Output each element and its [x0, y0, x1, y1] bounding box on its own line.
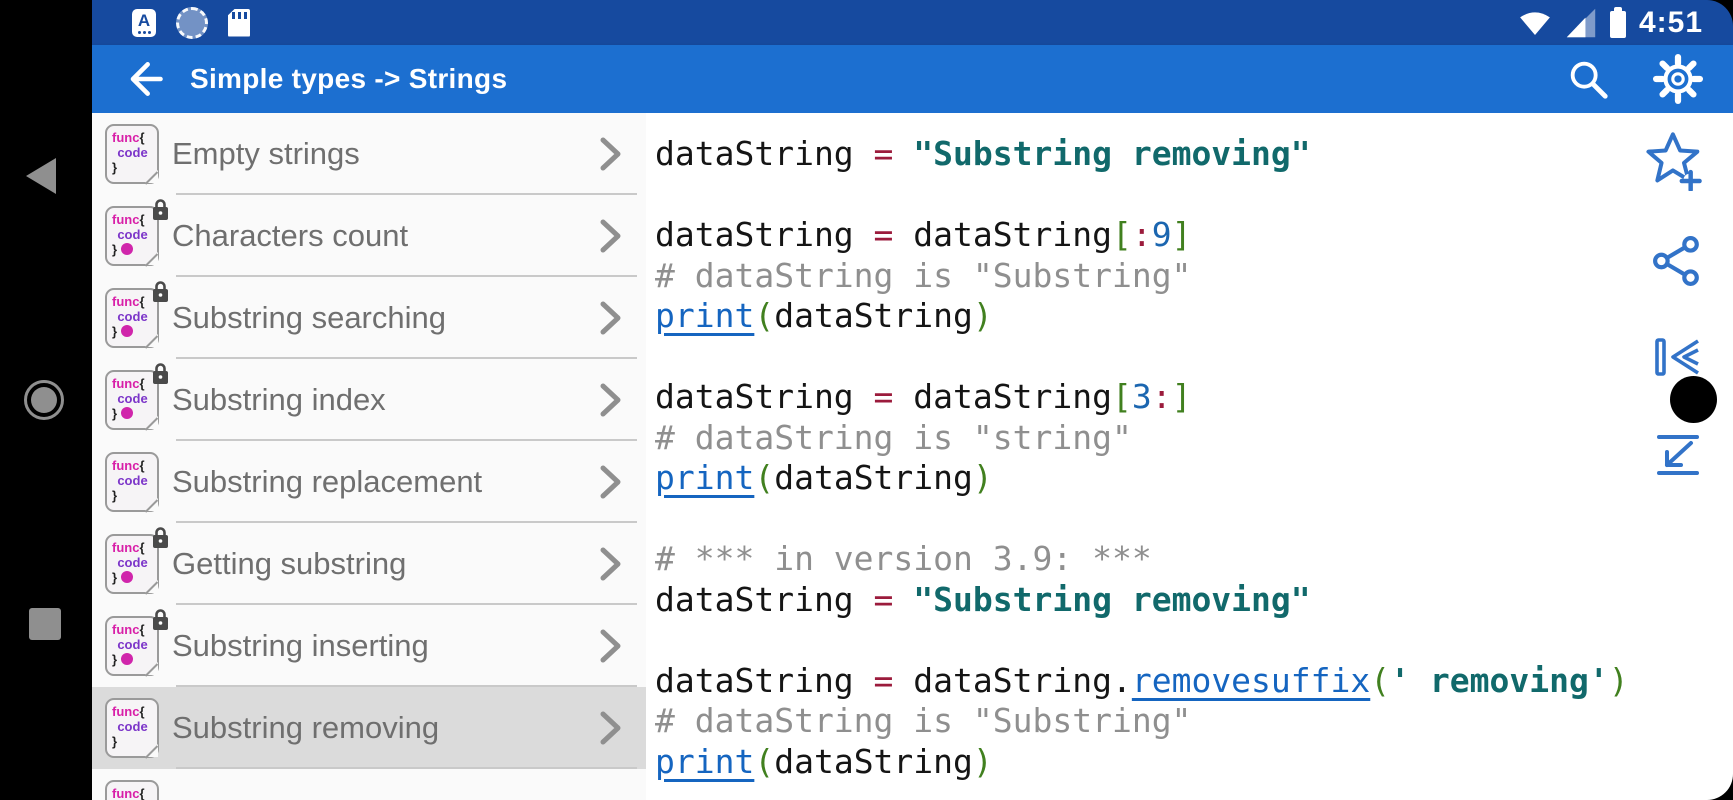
lock-icon — [153, 609, 168, 630]
chevron-right-icon — [600, 219, 621, 253]
chevron-right-icon — [600, 629, 621, 663]
list-item-label: Empty strings — [172, 136, 360, 171]
code-blank-line — [655, 175, 1733, 216]
code-line: dataString = dataString[:9] — [655, 215, 1192, 254]
tested-dot-icon — [121, 243, 134, 255]
list-item-partial[interactable]: func{code} — [92, 769, 646, 800]
snippet-code-icon: func{code} — [105, 124, 159, 185]
sd-card-icon — [228, 8, 250, 37]
list-item-label: Substring searching — [172, 300, 446, 335]
status-right-icons: 4:51 — [1518, 6, 1703, 40]
chevron-right-icon — [600, 547, 621, 581]
list-item-label: Substring index — [172, 382, 386, 417]
chevron-right-icon — [600, 711, 621, 745]
list-item-empty-strings[interactable]: func{code} Empty strings — [92, 113, 646, 195]
snippet-code-icon: func{code} — [105, 363, 168, 431]
code-line: print(dataString) — [655, 296, 993, 335]
list-item-label: Characters count — [172, 218, 409, 253]
list-item-characters-count[interactable]: func{code}Characters count — [92, 195, 646, 277]
chevron-right-icon — [600, 465, 621, 499]
wifi-icon — [1520, 11, 1550, 35]
code-view[interactable]: dataString = "Substring removing" dataStr… — [646, 113, 1733, 800]
snippet-code-icon: func{code} — [105, 609, 168, 677]
list-item-label: Substring inserting — [172, 628, 429, 663]
lock-icon — [153, 527, 168, 548]
favorite-add-star-icon[interactable] — [1645, 131, 1703, 191]
code-line: dataString = dataString[3:] — [655, 377, 1192, 416]
share-icon[interactable] — [1652, 236, 1702, 286]
code-line: dataString = dataString.removesuffix(' r… — [655, 660, 1629, 700]
list-item-getting-substring[interactable]: func{code}Getting substring — [92, 523, 646, 605]
collapse-to-corner-icon[interactable] — [1655, 433, 1701, 477]
status-bar: A 4:51 — [92, 0, 1733, 45]
spinner-icon — [176, 6, 208, 39]
gear-icon[interactable] — [1653, 54, 1703, 104]
code-line: dataString = "Substring removing" — [655, 134, 1311, 173]
code-line: # dataString is "string" — [655, 417, 1132, 457]
snippet-code-icon: func{code} — [105, 698, 159, 759]
list-item-substring-replacement[interactable]: func{code} Substring replacement — [92, 441, 646, 523]
android-back-icon[interactable] — [26, 158, 56, 194]
chevron-right-icon — [600, 301, 621, 335]
list-item-substring-index[interactable]: func{code}Substring index — [92, 359, 646, 441]
overlay-dot-button[interactable] — [1670, 376, 1717, 423]
cell-signal-icon — [1566, 8, 1596, 37]
snippet-code-icon: func{code} — [105, 780, 159, 800]
code-line: dataString = "Substring removing" — [655, 579, 1311, 619]
tested-dot-icon — [121, 325, 134, 337]
code-line: # dataString is "Substring" — [655, 255, 1192, 295]
chevron-right-icon — [600, 383, 621, 417]
list-item-substring-inserting[interactable]: func{code}Substring inserting — [92, 605, 646, 687]
list-item-substring-searching[interactable]: func{code}Substring searching — [92, 277, 646, 359]
android-nav-bar — [0, 0, 92, 800]
search-icon[interactable] — [1565, 56, 1611, 102]
clock: 4:51 — [1638, 5, 1703, 39]
snippet-code-icon: func{code} — [105, 199, 168, 267]
chevron-right-icon — [600, 137, 621, 171]
lock-icon — [153, 199, 168, 220]
tested-dot-icon — [121, 571, 134, 583]
tested-dot-icon — [121, 653, 134, 665]
code-blank-line — [655, 337, 1733, 378]
code-blank-line — [655, 499, 1733, 540]
skip-to-start-icon[interactable] — [1654, 337, 1702, 377]
snippet-code-icon: func{code} — [105, 281, 168, 349]
code-line: # *** in version 3.9: *** — [655, 539, 1152, 578]
back-arrow-icon[interactable] — [120, 55, 168, 103]
status-left-icons: A — [132, 6, 250, 39]
a-app-icon: A — [132, 8, 156, 37]
code-blank-line — [655, 620, 1733, 661]
page-title: Simple types -> Strings — [190, 63, 508, 94]
code-line: print(dataString) — [655, 741, 993, 781]
snippet-code-icon: func{code} — [105, 452, 159, 513]
battery-icon — [1609, 6, 1626, 38]
lock-icon — [153, 363, 168, 384]
list-item-label: Substring removing — [172, 710, 440, 745]
android-home-icon[interactable] — [24, 380, 64, 420]
app-bar: Simple types -> Strings — [92, 45, 1733, 113]
android-recents-icon[interactable] — [29, 608, 61, 640]
code-line: print(dataString) — [655, 458, 993, 497]
lock-icon — [153, 281, 168, 302]
snippet-code-icon: func{code} — [105, 527, 168, 595]
tested-dot-icon — [121, 407, 134, 419]
list-item-label: Getting substring — [172, 546, 407, 581]
code-line: # dataString is "Substring" — [655, 701, 1192, 740]
list-item-label: Substring replacement — [172, 464, 483, 499]
list-item-substring-removing[interactable]: func{code} Substring removing — [92, 687, 646, 769]
